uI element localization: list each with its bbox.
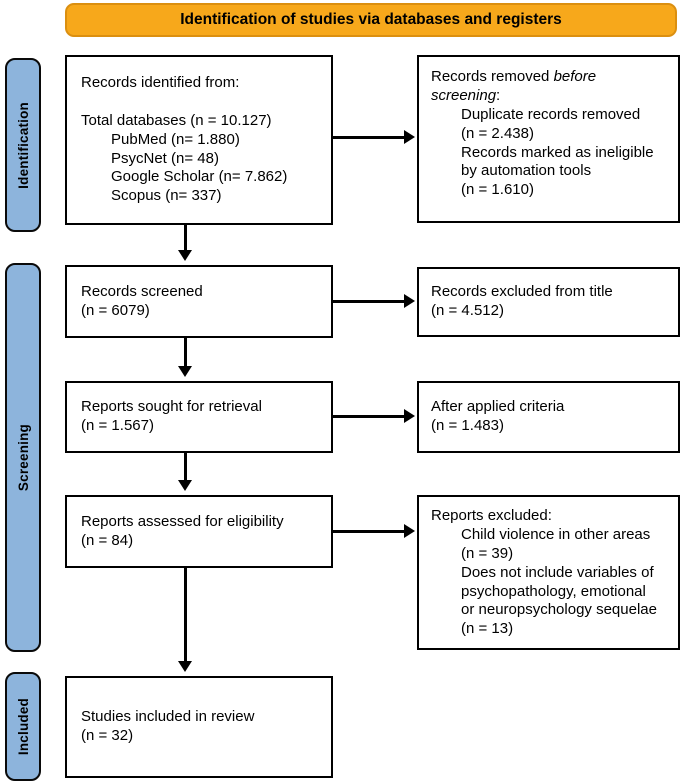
text-segment: Does not include variables of [461, 563, 654, 581]
text-segment-italic: before [553, 68, 597, 85]
text-segment: (n = 6079) [81, 301, 150, 319]
text-line [81, 93, 321, 112]
text-segment: PubMed (n= 1.880) [111, 130, 240, 148]
sidebar-stage-included: Included [5, 672, 41, 781]
text-segment: Reports excluded: [431, 507, 552, 524]
stage-label-included: Included [15, 697, 31, 756]
text-line: PubMed (n= 1.880) [81, 131, 321, 150]
text-line: by automation tools [431, 162, 668, 181]
text-line: psychopathology, emotional [431, 583, 668, 602]
box-records-screened: Records screened(n = 6079) [65, 265, 333, 338]
text-segment: PsycNet (n= 48) [111, 149, 219, 167]
text-segment: Records marked as ineligible [461, 143, 654, 161]
text-line: Reports excluded: [431, 507, 668, 526]
text-segment: Scopus (n= 337) [111, 187, 222, 205]
text-segment: Studies included in review [81, 708, 255, 726]
text-line: or neuropsychology sequelae [431, 601, 668, 620]
text-segment: Reports assessed for eligibility [81, 512, 284, 530]
text-segment: Records identified from: [81, 74, 240, 91]
text-segment: Records excluded from title [431, 283, 613, 301]
text-line: (n = 1.567) [81, 417, 321, 436]
text-line: (n = 32) [81, 727, 321, 746]
text-line: (n = 13) [431, 620, 668, 639]
text-segment: Google Scholar (n= 7.862) [111, 168, 288, 186]
flow-arrow-right-assessed-to-excluded [333, 530, 405, 533]
text-segment: (n = 13) [461, 620, 514, 638]
text-segment: or neuropsychology sequelae [461, 601, 657, 619]
text-line: Records excluded from title [431, 283, 668, 302]
text-segment: Reports sought for retrieval [81, 398, 262, 416]
text-line: PsycNet (n= 48) [81, 150, 321, 169]
flow-arrow-right-sought-to-criteria [333, 415, 405, 418]
sidebar-stage-screening: Screening [5, 263, 41, 652]
text-line: (n = 1.610) [431, 181, 668, 200]
box-reports-sought-for-retrieval: Reports sought for retrieval(n = 1.567) [65, 381, 333, 453]
stage-label-screening: Screening [15, 423, 31, 492]
text-line: screening: [431, 87, 668, 106]
flow-arrow-down-identified-to-screened [184, 225, 187, 251]
box-studies-included-in-review: Studies included in review(n = 32) [65, 676, 333, 778]
text-segment: (n = 84) [81, 531, 134, 549]
text-line: Total databases (n = 10.127) [81, 112, 321, 131]
text-segment: psychopathology, emotional [461, 582, 646, 600]
text-segment: After applied criteria [431, 398, 565, 416]
text-segment-italic: screening [431, 86, 497, 104]
text-line: Records identified from: [81, 74, 321, 93]
text-line: Does not include variables of [431, 564, 668, 583]
text-line: Records screened [81, 283, 321, 302]
text-segment: Records screened [81, 282, 203, 300]
flow-arrow-right-screened-to-excluded [333, 300, 405, 303]
text-line: (n = 39) [431, 545, 668, 564]
box-reports-excluded: Reports excluded:Child violence in other… [417, 495, 680, 650]
text-line: Google Scholar (n= 7.862) [81, 168, 321, 187]
flow-arrow-down-sought-to-assessed [184, 453, 187, 481]
text-segment: (n = 2.438) [461, 124, 534, 142]
box-records-identified: Records identified from: Total databases … [65, 55, 333, 225]
text-line: Scopus (n= 337) [81, 187, 321, 206]
text-segment: Duplicate records removed [461, 105, 641, 123]
text-segment: (n = 1.483) [431, 417, 504, 434]
text-segment: (n = 1.567) [81, 417, 154, 434]
text-line: (n = 2.438) [431, 125, 668, 144]
flow-arrow-down-screened-to-sought [184, 338, 187, 367]
text-segment: (n = 1.610) [461, 181, 534, 199]
box-reports-assessed-for-eligibility: Reports assessed for eligibility(n = 84) [65, 495, 333, 568]
text-segment: (n = 39) [461, 544, 514, 562]
text-segment: Child violence in other areas [461, 525, 651, 543]
text-line: (n = 1.483) [431, 417, 668, 436]
text-segment: Total databases (n = 10.127) [81, 111, 272, 129]
text-line: Studies included in review [81, 708, 321, 727]
text-segment: (n = 32) [81, 727, 134, 744]
box-records-excluded-from-title: Records excluded from title(n = 4.512) [417, 267, 680, 337]
text-segment: (n = 4.512) [431, 302, 504, 319]
sidebar-stage-identification: Identification [5, 58, 41, 232]
box-after-applied-criteria: After applied criteria(n = 1.483) [417, 381, 680, 453]
banner-title: Identification of studies via databases … [65, 3, 677, 37]
text-line: (n = 6079) [81, 302, 321, 321]
stage-label-identification: Identification [15, 101, 31, 189]
text-segment: Records removed [431, 68, 554, 85]
text-line: After applied criteria [431, 398, 668, 417]
text-line: Child violence in other areas [431, 526, 668, 545]
text-segment: : [496, 86, 501, 104]
text-line: (n = 4.512) [431, 302, 668, 321]
text-line: Reports assessed for eligibility [81, 513, 321, 532]
flow-arrow-right-identified-to-removed [333, 136, 405, 139]
text-line: Records marked as ineligible [431, 144, 668, 163]
flow-arrow-down-assessed-to-included [184, 568, 187, 662]
text-line: Records removed before [431, 68, 668, 87]
text-line: Reports sought for retrieval [81, 398, 321, 417]
text-line: Duplicate records removed [431, 106, 668, 125]
text-segment: by automation tools [461, 162, 592, 180]
text-line: (n = 84) [81, 532, 321, 551]
